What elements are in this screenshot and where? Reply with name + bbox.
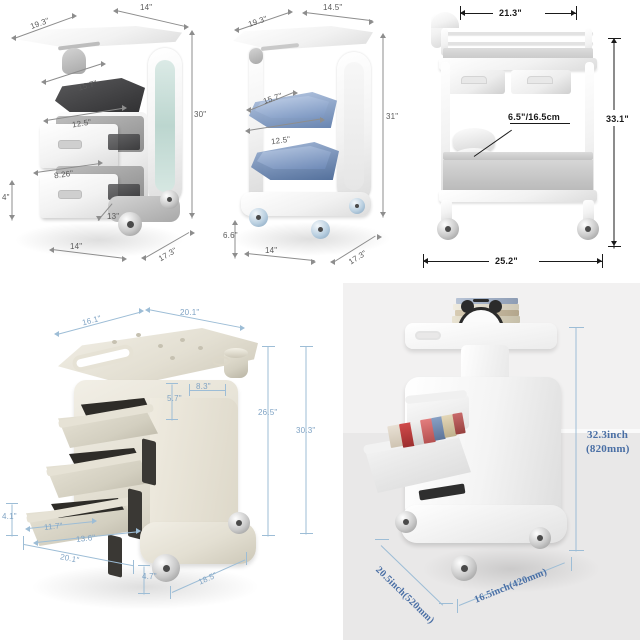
drawer-2-handle[interactable] [58, 190, 82, 199]
dim-p2-top-width: 14.5" [323, 3, 343, 12]
blue-tray-top-rim [255, 96, 329, 118]
dim-p4-base-height: 4.7" [142, 572, 157, 581]
top-shelf [233, 26, 373, 50]
guard-rail-lower [441, 42, 593, 45]
post-left [441, 62, 450, 206]
panel-beige-three-drawer-trolley: 16.1" 20.1" 8.3" 5.7" 26.5" 26.5" 30.3" … [0, 286, 340, 640]
dim-p3-shelf-width: 21.3" [499, 8, 522, 18]
dim-p1-drawer-height: 4" [2, 193, 10, 202]
panel-blue-tray-trolley: 19.3" 14.5" 15.7" 12.5" 31" 6.6" 14" [213, 0, 413, 282]
dim-p4-neck-height: 5.7" [167, 394, 182, 403]
panel-pedestal-trolley-mint: 19.3" 14" 15.7" 12.5" 8.26" 4" 13" [0, 0, 213, 282]
drawer-1-rail [108, 134, 140, 150]
blue-tray-bottom-rim [257, 146, 331, 169]
top-shelf [18, 26, 182, 48]
dim-p2-tray2: 12.5" [270, 134, 291, 147]
post-right [585, 62, 594, 206]
bottom-shelf-surface [443, 152, 593, 160]
cup-holder-ring [212, 356, 230, 366]
drawer-right-handle[interactable] [527, 76, 553, 84]
guard-rail-upper [441, 32, 593, 35]
dim-p4-drawer-height: 4.1" [2, 512, 17, 521]
dim-p4-neck-gap: 8.3" [196, 382, 211, 391]
top-tray-handle-cutout [415, 331, 441, 340]
panel-lifestyle-white-trolley: 32.3inch (820mm) 20.5inch(520mm) 16.5inc… [343, 283, 640, 640]
cabinet-body-face [150, 398, 238, 530]
mint-panel [155, 60, 175, 192]
dim-p1-base-width: 14" [70, 242, 83, 251]
dim-p3-total-height: 33.1" [606, 114, 629, 124]
right-arch-inner [344, 62, 364, 190]
slide-rail-1 [142, 438, 156, 486]
dim-p5-total-height-mm: (820mm) [586, 443, 630, 455]
slide-rail-3 [108, 534, 122, 578]
left-post-cap [249, 48, 263, 64]
dim-p4-drawer-depth: 13.6" [75, 533, 96, 544]
dim-p1-drawer-depth: 13" [107, 212, 120, 221]
dim-p4-body-height-label: 26.5" [258, 408, 278, 417]
drawer-1-handle[interactable] [58, 140, 82, 149]
leg-left [441, 200, 452, 222]
dim-p3-basin: 6.5"/16.5cm [508, 112, 561, 122]
top-shelf-frame [439, 58, 597, 70]
dim-p2-total-height: 31" [386, 112, 399, 121]
dim-p1-top-width: 14" [140, 3, 153, 12]
panel-two-shelf-utility-cart: 21.3" 6.5"/16.5cm 33.1" 25.2" [413, 0, 640, 282]
leg-right [583, 200, 594, 222]
dim-p2-base-width: 14" [265, 246, 278, 255]
dim-p1-total-height: 30" [194, 110, 207, 119]
cup-holder-rim [224, 348, 248, 358]
rail-post-left [441, 28, 448, 56]
dim-p4-top-width: 20.1" [180, 308, 200, 317]
rail-post-right [585, 28, 592, 56]
dim-p4-total-height: 30.3" [296, 426, 316, 435]
dim-p3-total-width: 25.2" [495, 256, 518, 266]
clock-hammer [473, 299, 489, 302]
bottom-shelf-deck [443, 160, 593, 194]
dim-p2-base-height: 6.6" [223, 231, 238, 240]
dim-p2-top-depth: 19.3" [247, 14, 269, 29]
dim-p5-total-height: 32.3inch [587, 429, 629, 441]
drawer-left-handle[interactable] [461, 76, 487, 84]
push-handle-curve [431, 12, 459, 28]
bottom-shelf-frame [439, 190, 597, 202]
